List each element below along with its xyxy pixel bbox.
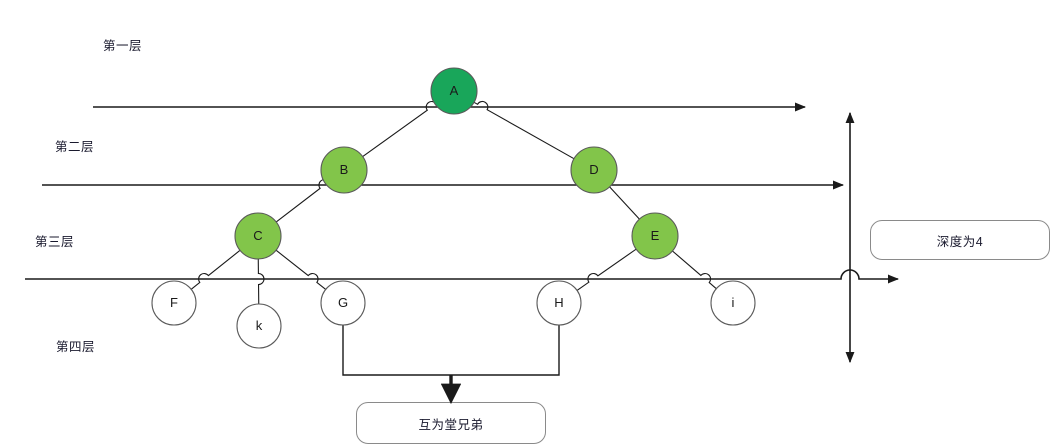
node-circle-D[interactable] (570, 146, 618, 194)
tree-node-F[interactable]: F (151, 280, 197, 326)
level-arrow-group (25, 102, 900, 284)
tree-edge-D-E (609, 186, 640, 220)
tree-edge-C-G (275, 249, 327, 290)
level-label-1: 第一层 (103, 39, 143, 53)
node-circle-i[interactable] (710, 280, 756, 326)
node-label-B: B (340, 162, 349, 177)
node-label-F: F (170, 295, 178, 310)
node-circle-k[interactable] (236, 303, 282, 349)
node-label-G: G (338, 295, 348, 310)
node-label-D: D (589, 162, 598, 177)
tree-node-B[interactable]: B (320, 146, 368, 194)
node-label-C: C (253, 228, 262, 243)
node-circle-C[interactable] (234, 212, 282, 260)
depth-callout-label: 深度为4 (936, 234, 984, 249)
tree-node-k[interactable]: k (236, 303, 282, 349)
node-label-k: k (256, 318, 263, 333)
node-label-E: E (651, 228, 660, 243)
level-label-2: 第二层 (55, 140, 95, 154)
tree-edge-C-k (257, 258, 265, 305)
tree-node-E[interactable]: E (631, 212, 679, 260)
tree-edge-E-H (576, 248, 637, 291)
tree-node-C[interactable]: C (234, 212, 282, 260)
node-label-H: H (554, 295, 563, 310)
cousin-bracket-group (342, 325, 560, 405)
tree-node-H[interactable]: H (536, 280, 582, 326)
node-circle-B[interactable] (320, 146, 368, 194)
cousin-bracket-path (342, 325, 560, 376)
node-circle-A[interactable] (430, 67, 478, 115)
tree-edge-A-D (473, 100, 575, 160)
tree-edge-A-B (362, 100, 437, 158)
level-arrow-3 (25, 269, 900, 284)
tree-edge-C-F (190, 249, 241, 290)
tree-edge-group (190, 100, 717, 305)
node-label-A: A (450, 83, 459, 98)
level-label-4: 第四层 (56, 340, 96, 354)
node-circle-E[interactable] (631, 212, 679, 260)
tree-node-A[interactable]: A (430, 67, 478, 115)
tree-edge-B-C (275, 178, 330, 223)
node-circle-G[interactable] (320, 280, 366, 326)
level-label-3: 第三层 (35, 235, 75, 249)
depth-callout-box[interactable]: 深度为4 (870, 220, 1050, 260)
cousin-callout-box[interactable]: 互为堂兄弟 (356, 402, 546, 444)
node-label-i: i (732, 295, 735, 310)
tree-node-G[interactable]: G (320, 280, 366, 326)
tree-node-D[interactable]: D (570, 146, 618, 194)
tree-node-i[interactable]: i (710, 280, 756, 326)
cousin-callout-label: 互为堂兄弟 (418, 417, 484, 432)
tree-edge-E-i (672, 250, 717, 290)
node-circle-H[interactable] (536, 280, 582, 326)
node-circle-F[interactable] (151, 280, 197, 326)
